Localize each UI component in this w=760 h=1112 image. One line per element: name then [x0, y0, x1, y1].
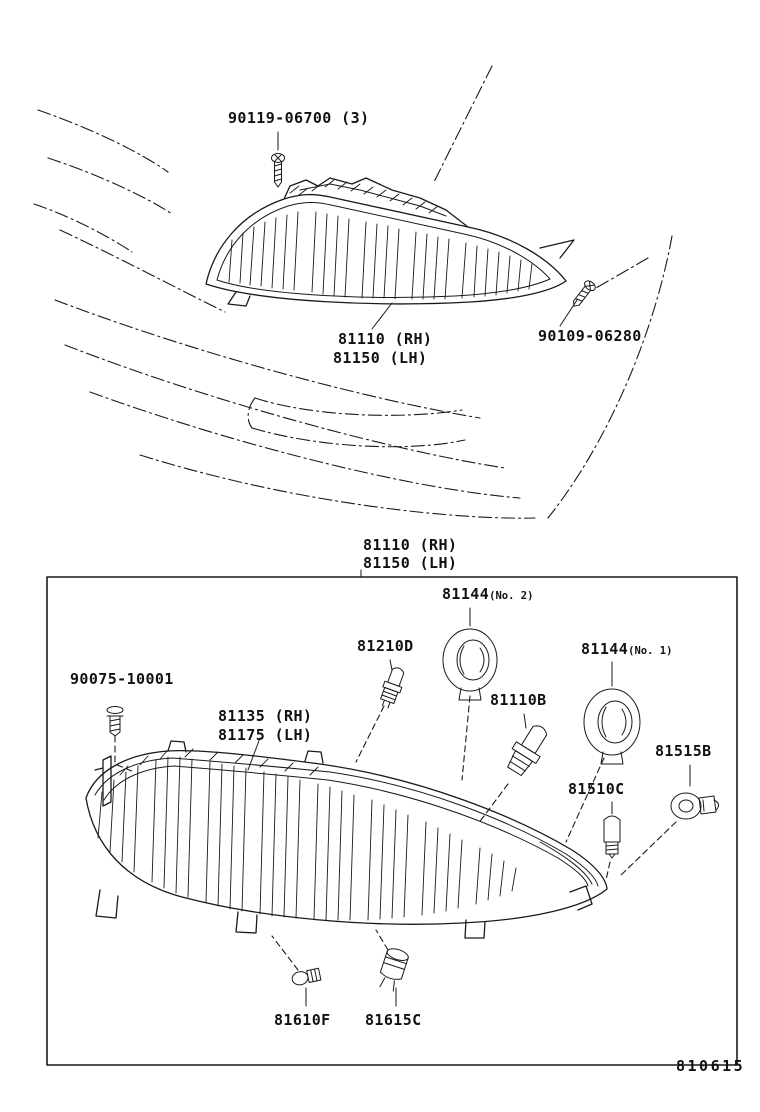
- label-81144-no1: 81144(No. 1): [581, 640, 673, 658]
- label-81515b: 81515B: [655, 742, 712, 760]
- clip-icon-90075: [106, 706, 124, 737]
- bulb-icon-81610f: [291, 967, 322, 986]
- socket-icon-81515b: [670, 792, 720, 820]
- cap-icon-81144-no1: [583, 688, 641, 765]
- label-exploded-header-lh: 81150 (LH): [363, 554, 458, 572]
- label-81110b: 81110B: [490, 691, 547, 709]
- label-81144-no1-note: (No. 1): [628, 645, 673, 657]
- label-81210d: 81210D: [357, 637, 414, 655]
- bulb-icon-81110b: [507, 725, 548, 777]
- drawing-number: 810615: [676, 1057, 746, 1075]
- label-81144-no2-note: (No. 2): [489, 590, 534, 602]
- label-screw-90109: 90109-06280: [538, 327, 642, 345]
- label-exploded-header-rh: 81110 (RH): [363, 536, 458, 554]
- screw-icon-90119: [271, 153, 285, 188]
- label-81144-no2: 81144(No. 2): [442, 585, 534, 603]
- label-81135: 81135 (RH): [218, 707, 313, 725]
- screw-icon-90109: [573, 280, 596, 307]
- label-headlamp-rh-overview: 81110 (RH): [338, 330, 433, 348]
- label-81144-no2-number: 81144: [442, 585, 490, 603]
- label-81610f: 81610F: [274, 1011, 331, 1029]
- socket-icon-81615c: [379, 948, 409, 992]
- leader-lines-exploded-solid: [247, 607, 691, 1007]
- headlamp-exploded-drawing: [85, 740, 608, 939]
- label-screw-90119: 90119-06700 (3): [228, 109, 370, 127]
- bulb-icon-81510c: [603, 815, 621, 859]
- car-body-sketch: [33, 65, 673, 519]
- label-81144-no1-number: 81144: [581, 640, 629, 658]
- cap-icon-81144-no2: [442, 628, 498, 701]
- label-81175: 81175 (LH): [218, 726, 313, 744]
- headlamp-overview-drawing: [205, 177, 575, 307]
- label-81510c: 81510C: [568, 780, 625, 798]
- bulb-icon-81210d: [380, 667, 405, 709]
- label-90075: 90075-10001: [70, 670, 174, 688]
- leader-lines-top: [277, 131, 578, 330]
- leader-lines-exploded-dashed: [114, 695, 677, 971]
- label-headlamp-lh-overview: 81150 (LH): [333, 349, 428, 367]
- label-81615c: 81615C: [365, 1011, 422, 1029]
- exploded-view-box: [46, 576, 738, 1066]
